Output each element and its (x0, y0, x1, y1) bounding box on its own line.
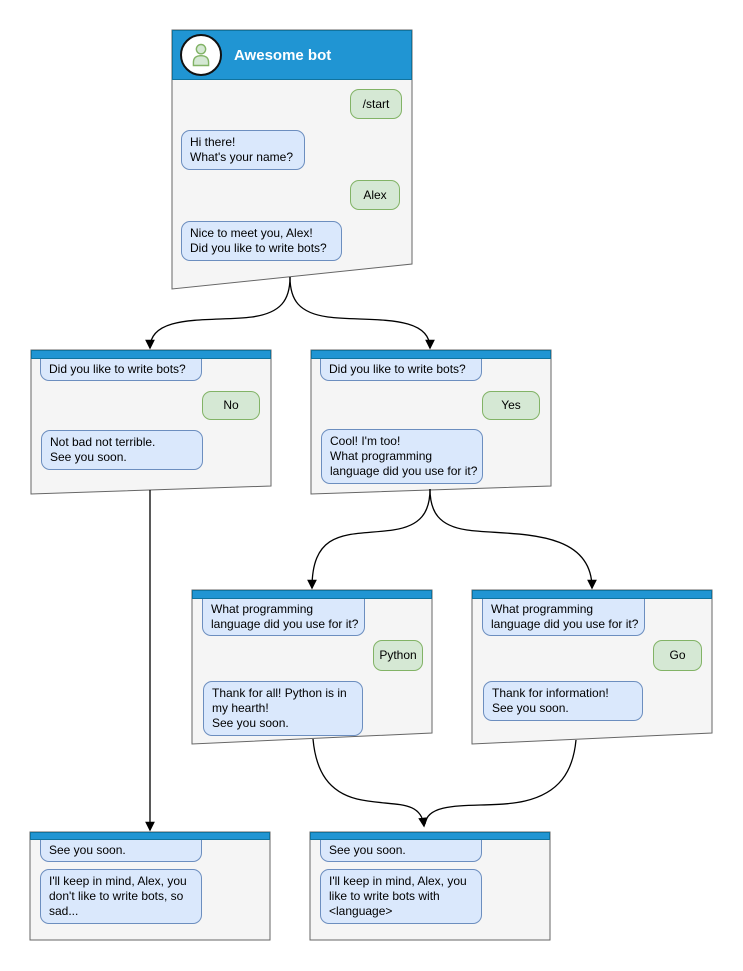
chat-window-titlebar-end-yes (310, 832, 550, 840)
edge-branch-yes-to-python (307, 488, 431, 590)
bot-message-bubble: See you soon. (320, 840, 482, 862)
edge-branch-yes-to-go (429, 488, 597, 590)
chat-window-titlebar-end-no (30, 832, 270, 840)
person-icon (192, 43, 210, 67)
bot-message-bubble: Did you like to write bots? (40, 359, 202, 381)
edge-python-to-end-yes (312, 738, 428, 828)
edge-root-to-branch-no (145, 276, 291, 350)
chat-window-titlebar-branch-python (192, 590, 432, 599)
edge-go-to-end-yes (424, 739, 577, 825)
user-reply-bubble: Alex (350, 180, 400, 210)
user-reply-bubble: Go (653, 640, 702, 671)
user-reply-bubble: No (202, 391, 260, 420)
bot-message-bubble: Hi there! What's your name? (181, 130, 305, 170)
user-reply-bubble: Yes (482, 391, 540, 420)
chat-window-titlebar-branch-yes (311, 350, 551, 359)
edge-root-to-branch-yes (289, 276, 435, 350)
bot-message-bubble: I'll keep in mind, Alex, you like to wri… (320, 869, 482, 924)
chat-window-titlebar-branch-go (472, 590, 712, 599)
user-reply-bubble: Python (373, 640, 423, 671)
bot-message-bubble: Thank for all! Python is in my hearth! S… (203, 681, 363, 736)
bot-message-bubble: Did you like to write bots? (320, 359, 482, 381)
bot-message-bubble: Nice to meet you, Alex! Did you like to … (181, 221, 342, 261)
bot-message-bubble: I'll keep in mind, Alex, you don't like … (40, 869, 202, 924)
avatar (180, 34, 222, 76)
chat-window-titlebar-root: Awesome bot (172, 30, 412, 80)
bot-message-bubble: What programming language did you use fo… (202, 599, 365, 636)
bot-message-bubble: Not bad not terrible. See you soon. (41, 430, 203, 470)
bot-message-bubble: Thank for information! See you soon. (483, 681, 643, 721)
bot-message-bubble: What programming language did you use fo… (482, 599, 645, 636)
user-reply-bubble: /start (350, 89, 402, 119)
bot-message-bubble: See you soon. (40, 840, 202, 862)
chat-window-title: Awesome bot (234, 46, 332, 64)
chat-window-titlebar-branch-no (31, 350, 271, 359)
bot-message-bubble: Cool! I'm too! What programming language… (321, 429, 483, 484)
